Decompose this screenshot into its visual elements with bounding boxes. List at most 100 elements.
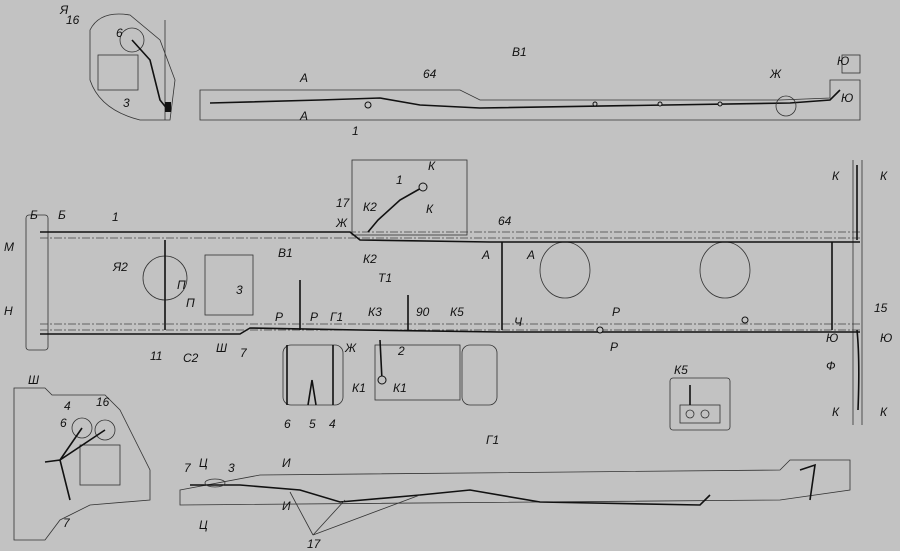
section-ts: Ц [199, 518, 208, 532]
item-6-label: 6 [284, 417, 291, 431]
zh-label: Ж [344, 341, 357, 355]
zh-circle [775, 95, 797, 117]
ya2-label: Я2 [112, 260, 128, 274]
air-receivers [461, 344, 498, 406]
section-r: Р [310, 310, 318, 324]
item-90-label: 90 [416, 305, 430, 319]
item-7-label: 7 [240, 346, 248, 360]
inset-sh [13, 387, 151, 541]
f-label: Ф [826, 359, 836, 373]
engine-block [204, 254, 254, 316]
rear-wire [799, 463, 816, 501]
callout-6: 6 [60, 416, 67, 430]
connector [165, 102, 171, 112]
section-ts: Ц [199, 456, 208, 470]
harness [190, 484, 711, 506]
view-v1 [199, 54, 861, 121]
inset-k5-outline [669, 377, 731, 431]
lamp-circle [94, 419, 116, 441]
section-k: К [880, 169, 888, 183]
view-v1-marker: В1 [278, 246, 293, 260]
front-bumper [25, 214, 49, 351]
connector [377, 375, 387, 385]
inset-sh-label: Ш [28, 373, 40, 387]
port [685, 409, 695, 419]
harness-1-label: 1 [112, 210, 119, 224]
battery-box [282, 344, 344, 406]
frame-side-outline [179, 459, 851, 506]
callout-16: 16 [96, 395, 110, 409]
lamp-body [79, 444, 121, 486]
branch-wires [299, 280, 409, 381]
item-5-label: 5 [309, 417, 316, 431]
inset-ya [89, 13, 176, 121]
callout-17-leaders [289, 491, 421, 536]
rear-lamp-wires [856, 165, 860, 411]
clip [717, 101, 723, 107]
ch-label: Ч [514, 315, 523, 329]
inset-ya-outline [89, 13, 176, 121]
section-k: К [428, 159, 436, 173]
harness-1-cab [367, 186, 424, 233]
section-b: Б [30, 208, 38, 222]
section-a-bottom: А [299, 109, 308, 123]
section-a: А [481, 248, 490, 262]
clip [657, 101, 663, 107]
clip [592, 101, 598, 107]
section-a: А [526, 248, 535, 262]
frame-side-outline [199, 79, 861, 121]
connector [741, 316, 749, 324]
item-17-label: 17 [336, 196, 351, 210]
yu-label: Ю [841, 91, 853, 105]
item-4-label: 4 [329, 417, 336, 431]
callout-16: 16 [66, 13, 80, 27]
callout-4: 4 [64, 399, 71, 413]
item-3-label: 3 [236, 283, 243, 297]
item-11-label: 11 [150, 349, 162, 363]
wire [44, 427, 106, 501]
wire [131, 39, 169, 111]
harness-64 [209, 89, 841, 109]
k5-marker: К5 [450, 305, 464, 319]
section-r: Р [612, 305, 620, 319]
connector [204, 478, 226, 488]
zh-label: Ж [335, 216, 348, 230]
battery-wires [286, 345, 334, 406]
item-17-label: 17 [307, 537, 322, 551]
section-i: И [282, 456, 291, 470]
item-15-label: 15 [874, 301, 888, 315]
lamp-circle [119, 27, 145, 53]
k1-area [374, 344, 461, 401]
harness-1 [40, 231, 860, 243]
section-k: К [880, 405, 888, 419]
callout-6: 6 [116, 26, 123, 40]
zh-label: Ж [769, 67, 782, 81]
view-g1-marker: Г1 [330, 310, 343, 324]
n-label: Н [4, 304, 13, 318]
k3-label: К3 [368, 305, 382, 319]
lamp-body [97, 54, 139, 91]
view-g1 [179, 459, 851, 536]
section-b: Б [58, 208, 66, 222]
callout-7: 7 [63, 516, 71, 530]
callout-3: 3 [123, 96, 130, 110]
section-r: Р [610, 340, 618, 354]
section-k: К [832, 169, 840, 183]
port [700, 409, 710, 419]
item-3-label: 3 [228, 461, 235, 475]
p-label: П [177, 278, 186, 292]
section-i: И [282, 499, 291, 513]
item-1-label: 1 [352, 124, 359, 138]
connector [418, 182, 428, 192]
fuel-tank-right [699, 241, 751, 299]
section-yu: Ю [880, 331, 892, 345]
p-label: П [186, 296, 195, 310]
bracket [841, 54, 861, 74]
inset-ya-label: Я [59, 3, 69, 17]
section-k: К [426, 202, 434, 216]
valve-block [679, 404, 721, 424]
section-yu: Ю [826, 331, 838, 345]
item-7-label: 7 [184, 461, 192, 475]
